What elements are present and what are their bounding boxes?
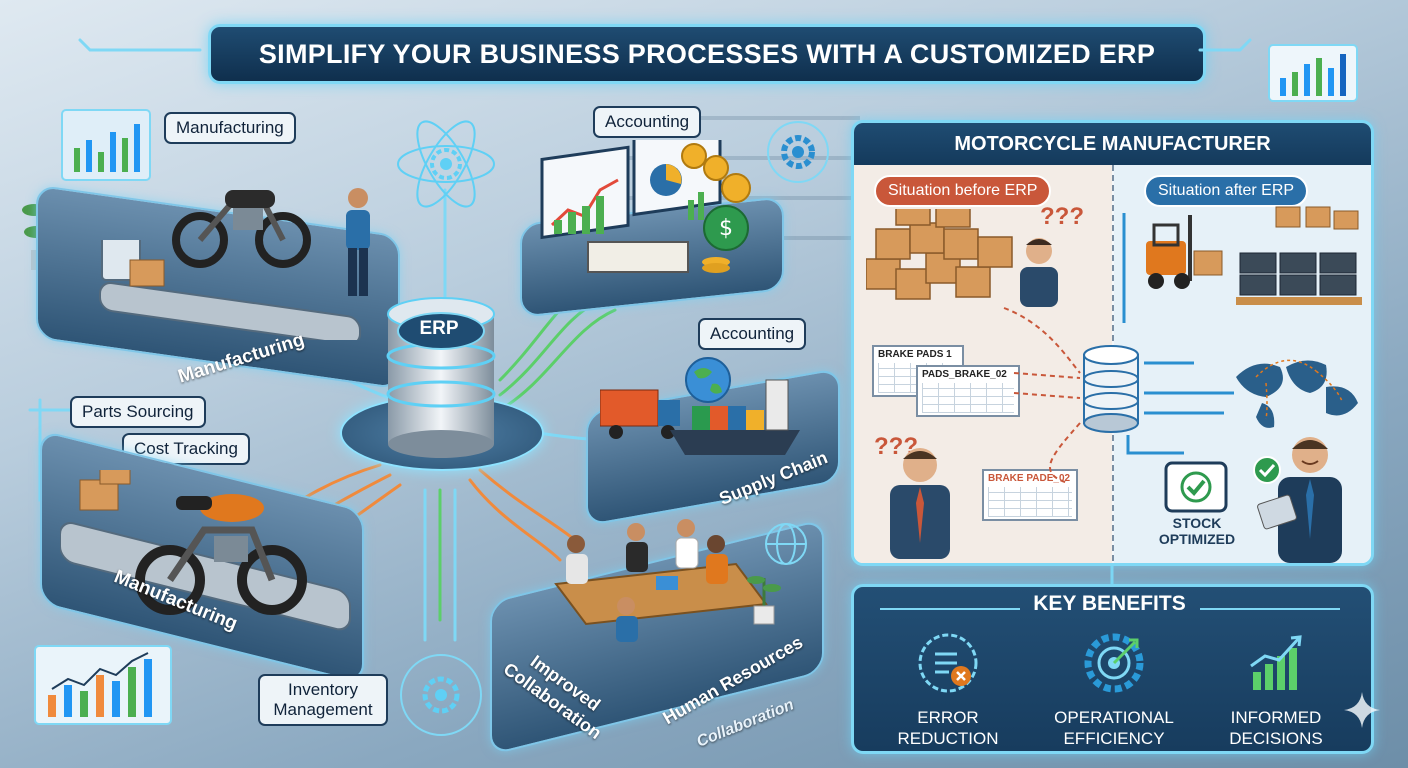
happy-manager-icon	[1257, 437, 1342, 563]
erp-badge	[397, 312, 485, 350]
conveyor-belt-icon	[60, 470, 351, 631]
page-title: SIMPLIFY YOUR BUSINESS PROCESSES WITH A …	[208, 24, 1206, 84]
label-accounting-top: Accounting	[593, 106, 702, 138]
worker-icon	[346, 188, 370, 296]
svg-text:$: $	[719, 216, 733, 241]
key-benefits-panel	[851, 584, 1374, 754]
case-study-panel: MOTORCYCLE MANUFACTURER Situation before…	[851, 120, 1374, 566]
growth-chart-icon	[1250, 635, 1302, 690]
benefits-divider	[880, 608, 1020, 610]
organized-stock-icon	[1236, 206, 1362, 305]
benefits-divider	[1200, 608, 1340, 610]
flow-arrows	[1003, 213, 1234, 484]
benefit-operational-efficiency: OPERATIONAL EFFICIENCY	[1034, 632, 1194, 749]
stressed-manager-icon	[890, 448, 950, 559]
gear-network-icon	[400, 654, 482, 736]
spreadsheet-2: PADS_BRAKE_02	[916, 365, 1020, 417]
motorcycle-icon	[172, 190, 311, 268]
motorcycle-icon	[135, 494, 307, 615]
chart-monitor-icon	[61, 109, 151, 181]
after-erp-badge: Situation after ERP	[1144, 175, 1309, 207]
benefit-informed-decisions-label: INFORMED DECISIONS	[1229, 708, 1323, 748]
globe-network-icon	[765, 523, 807, 565]
chart-monitor-icon	[1268, 44, 1358, 102]
conveyor-belt-icon	[99, 240, 361, 340]
checked-tablet-icon	[1164, 461, 1228, 513]
label-parts-sourcing: Parts Sourcing	[70, 396, 206, 428]
spreadsheet-3-label: BRAKE PADE_02	[988, 473, 1071, 484]
check-badge-icon	[1253, 456, 1281, 484]
dollar-coins-icon: $	[681, 143, 751, 273]
benefit-error-reduction-label: ERROR REDUCTION	[897, 708, 999, 748]
case-study-title: MOTORCYCLE MANUFACTURER	[854, 123, 1371, 165]
erp-label: ERP	[419, 318, 459, 339]
label-inventory-management: Inventory Management	[258, 674, 388, 726]
before-erp-badge: Situation before ERP	[874, 175, 1052, 207]
question-marks: ???	[1040, 203, 1084, 230]
cargo-ship-icon	[600, 379, 800, 455]
chart-monitor-icon	[34, 645, 172, 725]
benefit-error-reduction: ERROR REDUCTION	[868, 632, 1028, 749]
database-icon	[1083, 345, 1139, 433]
worried-worker-icon	[1020, 238, 1058, 307]
error-checklist-icon	[918, 633, 978, 693]
label-accounting-right: Accounting	[698, 318, 807, 350]
meeting-team-icon	[554, 519, 768, 642]
key-benefits-title: KEY BENEFITS	[1033, 592, 1186, 615]
stock-optimized-label: STOCK OPTIMIZED	[1158, 515, 1236, 547]
boxes-clutter-icon	[866, 209, 1013, 300]
forklift-icon	[1146, 215, 1223, 289]
globe-icon	[685, 357, 731, 403]
spreadsheet-2-label: PADS_BRAKE_02	[922, 369, 1007, 380]
gear-target-icon	[1084, 633, 1144, 693]
sparkle-icon	[1344, 692, 1380, 728]
benefit-operational-efficiency-label: OPERATIONAL EFFICIENCY	[1054, 708, 1174, 748]
benefit-informed-decisions: INFORMED DECISIONS	[1196, 632, 1356, 749]
world-map-icon	[1236, 359, 1358, 428]
spreadsheet-1-label: BRAKE PADS 1	[878, 349, 952, 360]
spreadsheet-3: BRAKE PADE_02	[982, 469, 1078, 521]
gear-icon	[767, 121, 829, 183]
plant-icon	[747, 576, 781, 625]
label-manufacturing-top: Manufacturing	[164, 112, 296, 144]
atom-gear-icon	[397, 120, 495, 208]
